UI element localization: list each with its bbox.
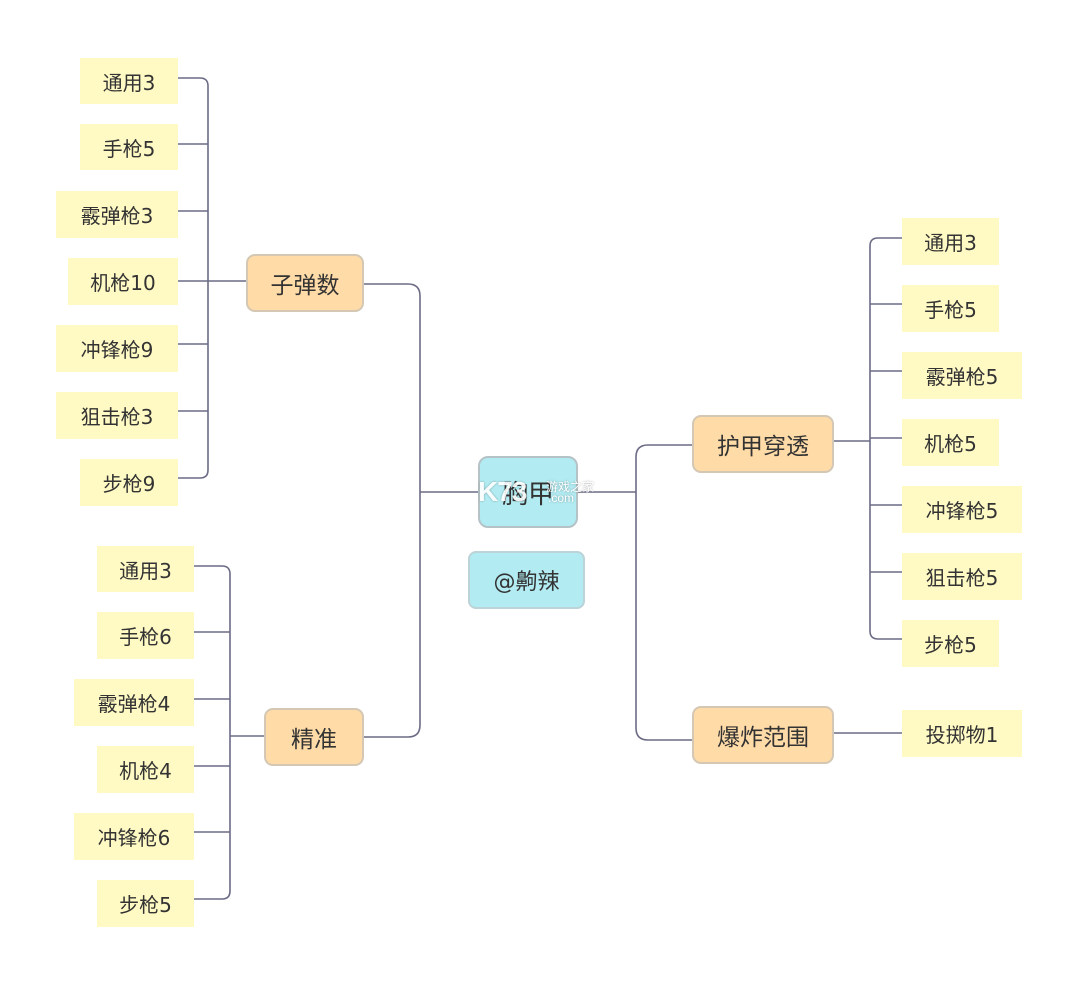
leaf-label: 狙击枪3 bbox=[80, 405, 154, 429]
leaf-label: 手枪5 bbox=[102, 136, 156, 161]
leaf-bullets-smg[interactable]: 冲锋枪9 bbox=[56, 325, 178, 372]
leaf-bullets-machinegun[interactable]: 机枪10 bbox=[68, 258, 178, 305]
leaf-label: 霰弹枪5 bbox=[925, 365, 999, 389]
author-node[interactable]: @齁辣 bbox=[468, 551, 585, 609]
leaf-armor-sniper[interactable]: 狙击枪5 bbox=[902, 553, 1022, 600]
leaf-label: 步枪5 bbox=[119, 893, 172, 917]
leaf-explosion-throwable[interactable]: 投掷物1 bbox=[902, 710, 1022, 757]
leaf-bullets-pistol[interactable]: 手枪5 bbox=[80, 124, 178, 170]
leaf-precision-rifle[interactable]: 步枪5 bbox=[97, 880, 194, 927]
branch-bullets[interactable]: 子弹数 bbox=[246, 254, 364, 312]
leaf-label: 狙击枪5 bbox=[925, 566, 999, 590]
leaf-label: 通用3 bbox=[102, 70, 156, 95]
leaf-precision-general[interactable]: 通用3 bbox=[97, 546, 194, 592]
leaf-armor-pistol[interactable]: 手枪5 bbox=[902, 285, 999, 332]
leaf-armor-general[interactable]: 通用3 bbox=[902, 218, 999, 265]
leaf-label: 冲锋枪6 bbox=[97, 826, 171, 850]
center-node[interactable]: 胸甲 bbox=[478, 456, 578, 528]
branch-armor-pen-label: 护甲穿透 bbox=[717, 434, 809, 460]
branch-armor-pen[interactable]: 护甲穿透 bbox=[692, 415, 834, 473]
leaf-precision-pistol[interactable]: 手枪6 bbox=[97, 612, 194, 659]
leaf-armor-shotgun[interactable]: 霰弹枪5 bbox=[902, 352, 1022, 399]
leaf-label: 手枪6 bbox=[119, 625, 172, 649]
connector-precision-leaves bbox=[194, 565, 231, 900]
connector-to-bullets bbox=[364, 283, 421, 738]
author-label: @齁辣 bbox=[493, 570, 560, 595]
leaf-label: 手枪5 bbox=[924, 298, 977, 322]
leaf-precision-smg[interactable]: 冲锋枪6 bbox=[74, 813, 194, 860]
branch-bullets-label: 子弹数 bbox=[270, 273, 340, 299]
leaf-precision-machinegun[interactable]: 机枪4 bbox=[97, 746, 194, 793]
leaf-bullets-general[interactable]: 通用3 bbox=[80, 58, 178, 104]
leaf-label: 机枪10 bbox=[90, 271, 156, 295]
leaf-armor-smg[interactable]: 冲锋枪5 bbox=[902, 486, 1022, 533]
leaf-label: 霰弹枪4 bbox=[97, 692, 171, 716]
leaf-label: 通用3 bbox=[119, 558, 172, 583]
leaf-label: 投掷物1 bbox=[925, 723, 999, 747]
leaf-label: 冲锋枪5 bbox=[925, 499, 999, 523]
leaf-label: 步枪5 bbox=[924, 633, 977, 657]
branch-explosion-label: 爆炸范围 bbox=[717, 725, 809, 751]
leaf-label: 步枪9 bbox=[102, 472, 156, 496]
branch-precision[interactable]: 精准 bbox=[264, 708, 364, 766]
leaf-label: 通用3 bbox=[924, 231, 977, 255]
leaf-armor-machinegun[interactable]: 机枪5 bbox=[902, 419, 999, 466]
connector-armor-pen-leaves bbox=[869, 237, 902, 640]
branch-explosion[interactable]: 爆炸范围 bbox=[692, 706, 834, 764]
leaf-bullets-shotgun[interactable]: 霰弹枪3 bbox=[56, 191, 178, 238]
connector-bullets-leaves bbox=[178, 77, 209, 479]
connector-to-armor-pen bbox=[635, 444, 692, 741]
branch-precision-label: 精准 bbox=[291, 727, 337, 753]
leaf-bullets-rifle[interactable]: 步枪9 bbox=[80, 459, 178, 506]
leaf-label: 机枪4 bbox=[119, 759, 172, 783]
leaf-label: 霰弹枪3 bbox=[80, 204, 154, 228]
leaf-label: 机枪5 bbox=[924, 432, 977, 456]
leaf-precision-shotgun[interactable]: 霰弹枪4 bbox=[74, 679, 194, 726]
leaf-bullets-sniper[interactable]: 狙击枪3 bbox=[56, 392, 178, 439]
center-label: 胸甲 bbox=[501, 479, 554, 510]
leaf-armor-rifle[interactable]: 步枪5 bbox=[902, 620, 999, 667]
leaf-label: 冲锋枪9 bbox=[80, 338, 154, 362]
